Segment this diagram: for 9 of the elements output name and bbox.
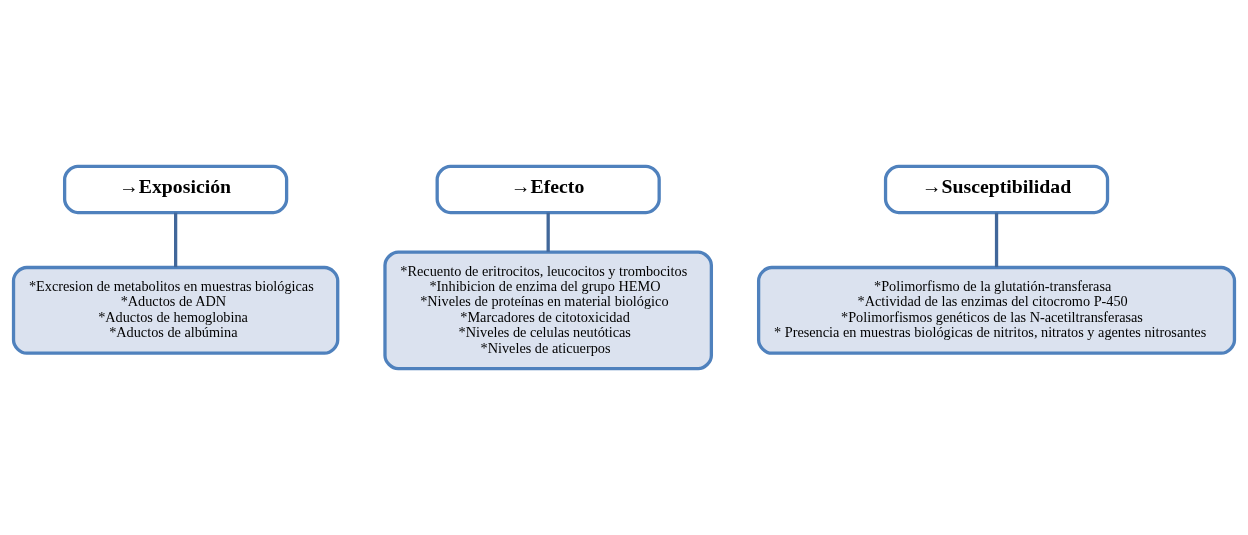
node-box: *Recuento de eritrocitos, leucocitos y trombocitos *Inhibicion de enzima del grupo HEMO *Niveles de proteínas en material biológico *Marcadores de citotoxicidad *Niveles de celulas neutóticas *Niveles de aticuerpos — [383, 250, 713, 371]
node-box: →Efecto — [435, 164, 661, 215]
node-box: →Exposición — [63, 164, 289, 215]
connector — [546, 212, 550, 252]
connector — [174, 212, 178, 268]
connector — [994, 212, 999, 268]
node-box: *Excresion de metabolitos en muestras biológicas *Aductos de ADN *Aductos de hemoglobina *Aductos de albúmina — [11, 265, 340, 355]
node-box: *Polimorfismo de la glutatión-transferasa *Actividad de las enzimas del citocromo P-450 *Polimorfismos genéticos de las N-acetiltransferasas * Presencia en muestras biológicas de nitritos, nitratos y agentes nitrosantes — [756, 265, 1237, 355]
node-box: →Susceptibilidad — [883, 164, 1110, 215]
